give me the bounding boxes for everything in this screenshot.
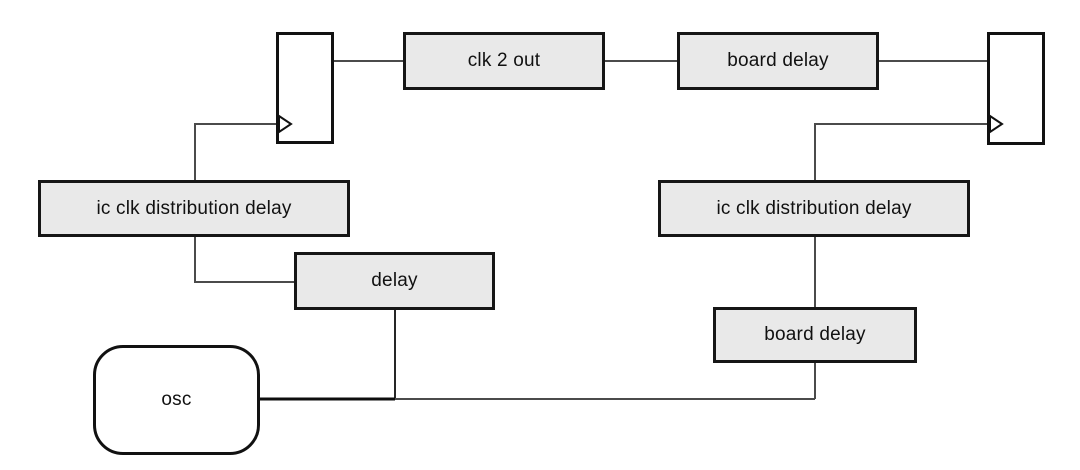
wire-icclkleft-to-ffleft-clock [194,123,276,180]
wire-delay-to-icclkleft [194,237,294,283]
node-clk-2-out: clk 2 out [403,32,605,90]
node-delay: delay [294,252,495,310]
flipflop-left [276,32,334,144]
node-ic-clk-distribution-delay-left: ic clk distribution delay [38,180,350,237]
wire-icclkright-to-ffright-clock [814,123,987,180]
node-osc: osc [93,345,260,455]
node-board-delay-bottom: board delay [713,307,917,363]
node-ic-clk-distribution-delay-right: ic clk distribution delay [658,180,970,237]
node-board-delay-top: board delay [677,32,879,90]
flipflop-right [987,32,1045,145]
